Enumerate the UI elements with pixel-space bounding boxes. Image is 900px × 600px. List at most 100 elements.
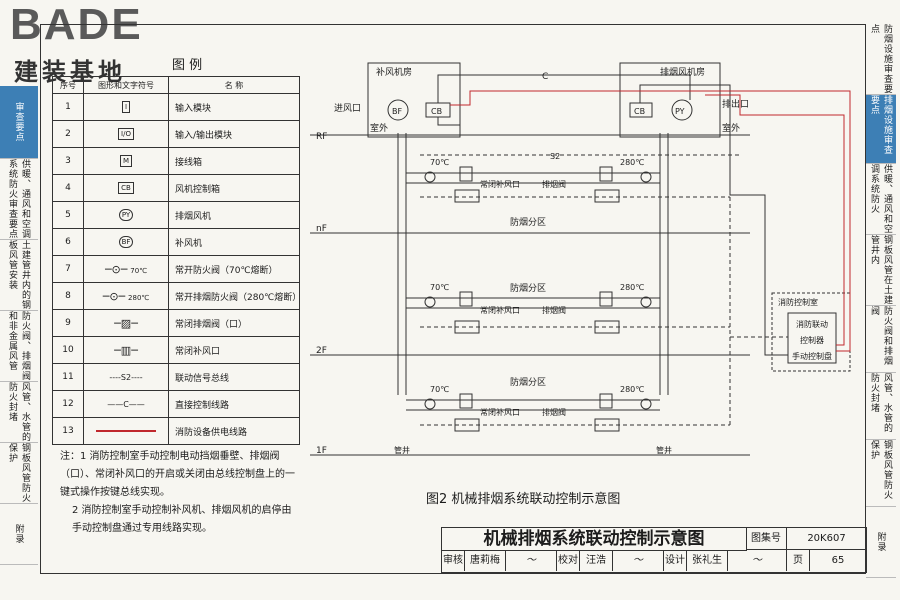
right-sidebar-item[interactable]: 钢板风管防火保护 — [866, 440, 896, 507]
checker-name: 汪浩 — [580, 550, 613, 571]
exhaust-fan-py — [671, 99, 693, 121]
bus-label-s2: S2 — [550, 152, 560, 161]
check-label: 校对 — [557, 550, 580, 571]
reviewer-signature: ～ — [506, 550, 557, 571]
temp-280-mid: 280℃ — [620, 283, 644, 292]
legend-symbol: BF — [83, 228, 169, 256]
design-label: 设计 — [664, 550, 687, 571]
legend-title: 图 例 — [172, 58, 203, 73]
left-sidebar-item[interactable]: 土建管井内的钢板风管安装 — [0, 240, 38, 311]
page-label: 页 — [787, 550, 810, 571]
legend-no: 12 — [52, 390, 84, 418]
control-room-label: 消防控制室 — [778, 297, 818, 307]
makeup-vent-label-top: 常闭补风口 — [480, 179, 520, 189]
legend-no: 4 — [52, 174, 84, 202]
power-line-swatch — [96, 429, 156, 432]
right-sidebar-item[interactable]: 风管、水管的防火封堵 — [866, 373, 896, 440]
exhaust-fan-room — [619, 62, 721, 138]
right-sidebar-item[interactable]: 防烟设施审查要点 — [866, 24, 896, 95]
legend-no: 9 — [52, 309, 84, 337]
legend-no: 6 — [52, 228, 84, 256]
legend-name: 常闭补风口 — [168, 336, 300, 364]
cb-label-exhaust: CB — [634, 107, 645, 116]
designer-signature: ～ — [728, 550, 787, 571]
legend-no: 1 — [52, 93, 84, 121]
legend-name: 输入/输出模块 — [168, 120, 300, 148]
bf-label: BF — [392, 107, 402, 116]
left-sidebar-item[interactable]: 供暖、通风和空调系统防火审查要点 — [0, 159, 38, 240]
fire-damper-icon: ─⊙─ — [104, 262, 128, 276]
note-2: 2 消防控制室手动控制补风机、排烟风机的启停由手动控制盘通过专用线路实现。 — [72, 505, 292, 534]
legend-no: 8 — [52, 282, 84, 310]
controller-label-1: 消防联动 — [796, 319, 828, 329]
legend-symbol: ─▨─ — [83, 309, 169, 337]
makeup-fan-symbol: BF — [118, 236, 134, 248]
zone-label-top: 防烟分区 — [510, 216, 546, 228]
left-sidebar-item[interactable]: 审查要点 — [0, 86, 38, 159]
makeup-vent-label-mid: 常闭补风口 — [480, 305, 520, 315]
legend-symbol: I — [83, 93, 169, 121]
left-sidebar-item[interactable]: 钢板风管防火保护 — [0, 443, 38, 504]
temp-70-mid: 70℃ — [430, 283, 449, 292]
right-sidebar-item[interactable]: 钢板风管在土建管井内 — [866, 235, 896, 306]
notes: 注：1 消防控制室手动控制电动挡烟垂壁、排烟阀（口）、常闭补风口的开启或关闭由总… — [60, 448, 300, 538]
smoke-fire-damper-icon: ─⊙─ — [102, 289, 126, 303]
temp-280-top: 280℃ — [620, 158, 644, 167]
exhaust-valve-mid — [599, 291, 613, 307]
right-sidebar-item[interactable]: 供暖、通风和空调系统防火 — [866, 164, 896, 235]
legend-symbol: ─⊙─ 70℃ — [83, 255, 169, 283]
outdoor-label-2: 室外 — [722, 122, 740, 134]
right-sidebar-item[interactable]: 防火阀和排烟阀 — [866, 306, 896, 373]
left-sidebar-item[interactable]: 附录 — [0, 504, 38, 565]
floor-branch-top — [406, 172, 660, 184]
legend-no: 7 — [52, 255, 84, 283]
right-sidebar-item[interactable]: 排烟设施审查要点 — [866, 95, 896, 164]
outdoor-label: 室外 — [370, 122, 388, 134]
exhaust-valve-label-top: 排烟阀 — [542, 179, 566, 189]
legend-no: 10 — [52, 336, 84, 364]
legend-name: 输入模块 — [168, 93, 300, 121]
floor-label-2f: 2F — [316, 346, 327, 356]
legend-row: 10─▥─常闭补风口 — [52, 336, 300, 364]
legend-row: 13 消防设备供电线路 — [52, 417, 300, 445]
legend-name: 接线箱 — [168, 147, 300, 175]
legend-symbol: ─▥─ — [83, 336, 169, 364]
temp-280-low: 280℃ — [620, 385, 644, 394]
legend-header-name: 名 称 — [168, 76, 300, 94]
makeup-vent-top — [459, 166, 473, 182]
legend-row: 9─▨─常闭排烟阀（口） — [52, 309, 300, 337]
left-sidebar-item[interactable]: 风管、水管的防火封堵 — [0, 382, 38, 443]
outlet-label: 排出口 — [722, 98, 749, 110]
legend-name: 补风机 — [168, 228, 300, 256]
floor-branch-mid — [406, 297, 660, 309]
input-module-symbol: I — [121, 101, 131, 113]
legend-name: 联动信号总线 — [168, 363, 300, 391]
smoke-exhaust-valve-icon: ─▨─ — [114, 316, 138, 330]
smoke-exhaust-diagram: RF nF 2F 1F 补风机房 排烟风机房 消防控制室 消防联动 控制器 手动… — [310, 62, 851, 456]
legend-symbol: ─⊙─ 280℃ — [83, 282, 169, 310]
legend-no: 5 — [52, 201, 84, 229]
page-number: 65 — [831, 555, 845, 566]
right-sidebar-item[interactable]: 附录 — [866, 507, 896, 578]
temp-70-low: 70℃ — [430, 385, 449, 394]
legend-name: 消防设备供电线路 — [168, 417, 300, 445]
legend-row: 1 I 输入模块 — [52, 93, 300, 121]
makeup-fan-bf — [387, 99, 409, 121]
review-label: 审核 — [442, 550, 465, 571]
legend-row: 6 BF 补风机 — [52, 228, 300, 256]
legend-name: 直接控制线路 — [168, 390, 300, 418]
legend-no: 13 — [52, 417, 84, 445]
temp-70-top: 70℃ — [430, 158, 449, 167]
atlas-label: 图集号 — [746, 528, 787, 550]
py-label: PY — [675, 107, 685, 116]
legend-symbol: I/O — [83, 120, 169, 148]
exhaust-room-label: 排烟风机房 — [660, 66, 705, 78]
junction-box-symbol: M — [119, 155, 133, 167]
left-sidebar-item[interactable]: 防火阀、排烟阀和非金属风管 — [0, 311, 38, 382]
note-1: 注：1 消防控制室手动控制电动挡烟垂壁、排烟阀（口）、常闭补风口的开启或关闭由总… — [60, 451, 295, 498]
legend-symbol: M — [83, 147, 169, 175]
